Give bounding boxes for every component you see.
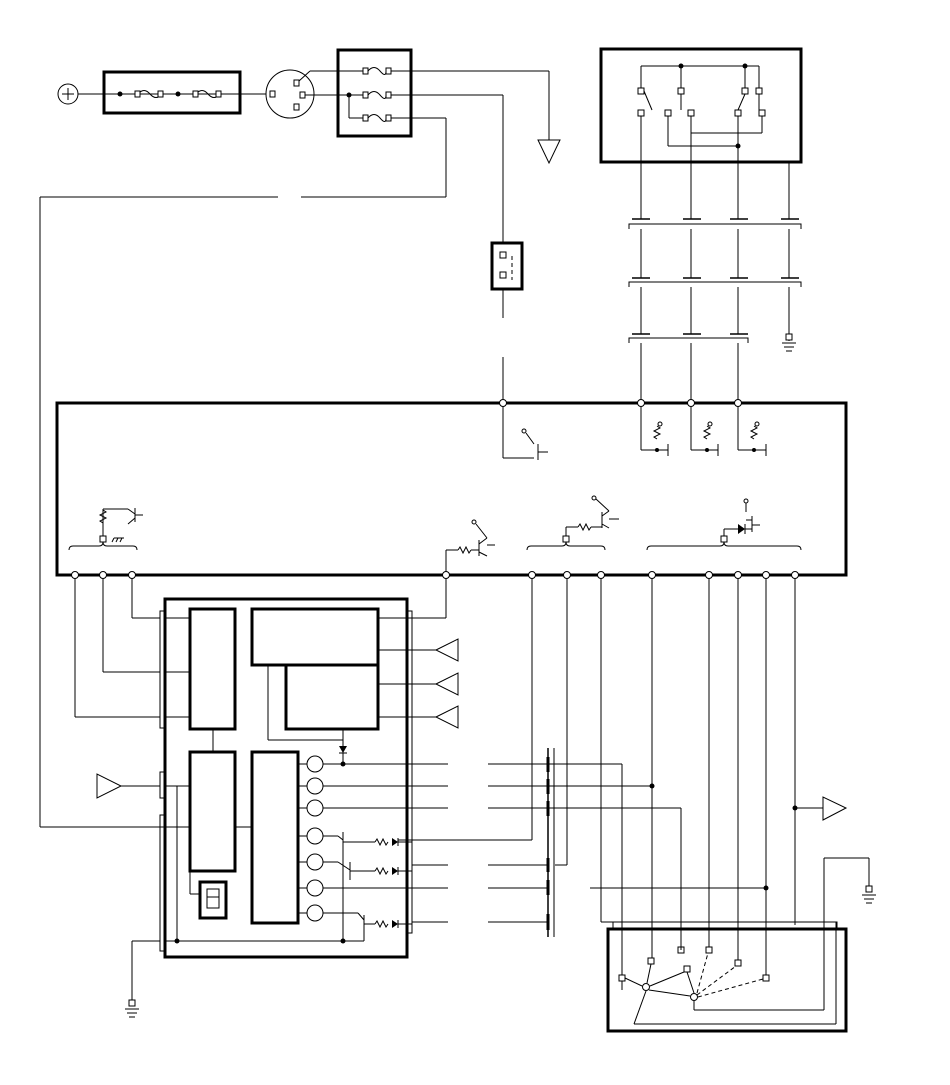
battery-terminal [57,83,104,105]
ignition-switch [265,69,338,119]
ground-symbol-upper [537,139,561,165]
connector-stack [628,162,802,403]
fuse-block [39,48,550,828]
instrument-cluster [159,597,459,959]
cluster-connector [412,748,833,975]
selector-switch [606,921,848,1033]
input-circuit-2 [690,406,719,456]
seven-segment-display [189,865,235,920]
module-to-cluster-wires [74,578,823,975]
fusible-link-box [102,70,266,115]
control-module [55,399,848,579]
output-transistor-mid-left [445,519,495,572]
relay [490,241,524,403]
signal-input-triangle [96,773,160,799]
ground-symbol-stack [782,333,796,352]
signal-output-triangle [822,796,848,821]
input-circuit-3 [737,406,767,456]
ground-symbol-right [823,857,876,925]
output-transistor-left [68,508,143,551]
input-circuit-1 [640,406,669,456]
ground-symbol-cluster [125,940,160,1018]
combination-switch [599,47,803,164]
output-transistor-right [646,498,802,551]
output-transistor-mid [526,495,619,551]
